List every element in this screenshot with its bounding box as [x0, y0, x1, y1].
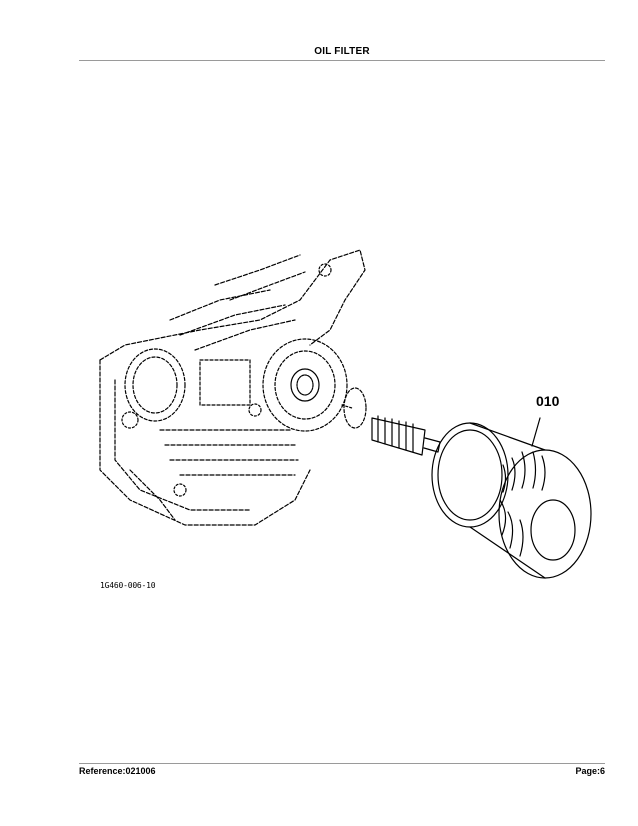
figure-code: 1G460-006-10 [100, 581, 156, 590]
nipple-drawing [371, 415, 441, 456]
reference-number: Reference:021006 [79, 766, 156, 776]
filter-mount-drawing [262, 338, 348, 432]
page-title: OIL FILTER [314, 46, 370, 57]
part-callout-label: 010 [536, 393, 560, 409]
page-number: Page:6 [575, 766, 605, 776]
header-divider [79, 60, 605, 61]
oil-filter-cartridge-drawing [431, 417, 592, 579]
engine-port-drawing [124, 348, 186, 422]
gasket-drawing [343, 387, 367, 429]
footer-divider [79, 763, 605, 764]
engine-block-drawing [99, 249, 366, 526]
